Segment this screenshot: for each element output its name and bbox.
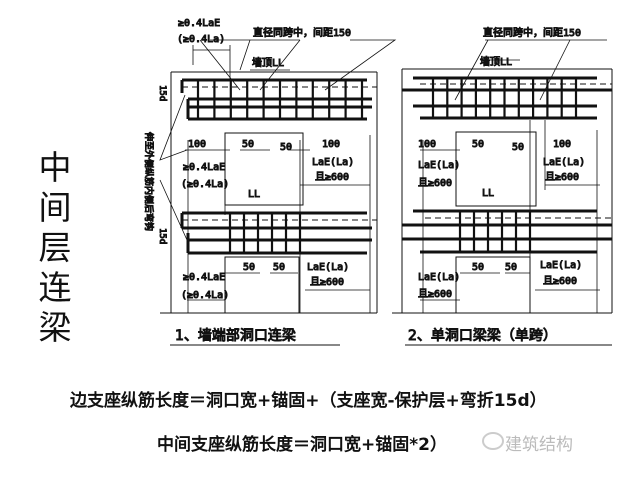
side-title-char: 层	[38, 228, 72, 267]
side-title-char: 梁	[38, 308, 72, 347]
dim-label: 50	[273, 262, 285, 273]
dim-label: 50	[505, 262, 517, 273]
lae-label: 且≥600	[545, 171, 579, 183]
dim-label: 15d	[157, 228, 167, 244]
dim-label: 50	[472, 139, 484, 150]
lae-label: 且≥600	[543, 275, 577, 287]
dim-label: 50	[242, 139, 254, 150]
panel-wall-end-opening: ≥0.4LaE (≥0.4La) 直径同跨中，间距150 墙顶LL LL 100…	[143, 18, 397, 346]
beam-label: LL	[248, 189, 260, 200]
formula-middle-support: 中间支座纵筋长度＝洞口宽+锚固*2）	[157, 435, 447, 455]
watermark: 建筑结构	[505, 435, 573, 455]
anchor-label: (≥0.4La)	[181, 290, 229, 301]
dim-label: 15d	[157, 85, 167, 101]
side-title-char: 连	[38, 268, 72, 307]
dim-label: 50	[280, 142, 292, 153]
bend-note: 伸至外侧纵筋内侧后弯钩	[143, 132, 155, 231]
dim-label: 100	[553, 139, 571, 150]
dim-label: 50	[243, 262, 255, 273]
lae-label: LaE(La)	[418, 160, 460, 171]
dim-label: 100	[322, 139, 340, 150]
dim-label: 50	[512, 142, 524, 153]
lae-label: LaE(La)	[540, 260, 582, 271]
side-title: 中 间 层 连 梁	[30, 148, 80, 348]
note-label: 直径同跨中，间距150	[483, 26, 581, 39]
rebar-drawing: ≥0.4LaE (≥0.4La) 直径同跨中，间距150 墙顶LL LL 100…	[143, 18, 613, 346]
lae-label: 且≥600	[310, 276, 344, 288]
dim-label: 100	[188, 139, 206, 150]
note-label: 直径同跨中，间距150	[253, 26, 351, 39]
anchor-label: ≥0.4LaE	[183, 272, 225, 283]
lae-label: LaE(La)	[543, 157, 585, 168]
lae-label: 且≥600	[418, 177, 452, 189]
side-title-char: 中	[38, 148, 72, 187]
dim-label: 100	[418, 139, 436, 150]
panel1-caption: 1、墙端部洞口连梁	[175, 328, 296, 344]
anchor-label: ≥0.4LaE	[183, 162, 225, 173]
anchor-label: (≥0.4La)	[177, 34, 225, 45]
beam-label: LL	[482, 188, 494, 199]
top-beam-label: 墙顶LL	[480, 55, 512, 68]
anchor-label: (≥0.4La)	[181, 179, 229, 190]
wechat-icon	[482, 432, 504, 450]
lae-label: 且≥600	[315, 171, 349, 183]
lae-label: 且≥600	[418, 288, 452, 300]
panel-single-opening: 直径同跨中，间距150 墙顶LL LL 100 50 50 100 LaE(La…	[392, 26, 613, 346]
dim-label: 50	[472, 262, 484, 273]
anchor-label: ≥0.4LaE	[178, 18, 220, 29]
side-title-char: 间	[38, 188, 72, 227]
lae-label: LaE(La)	[312, 157, 354, 168]
panel2-caption: 2、单洞口梁梁（单跨）	[408, 328, 557, 344]
top-beam-label: 墙顶LL	[252, 56, 284, 69]
lae-label: LaE(La)	[418, 272, 460, 283]
formula-edge-support: 边支座纵筋长度＝洞口宽+锚固+（支座宽-保护层+弯折15d）	[70, 391, 547, 411]
lae-label: LaE(La)	[307, 262, 349, 273]
